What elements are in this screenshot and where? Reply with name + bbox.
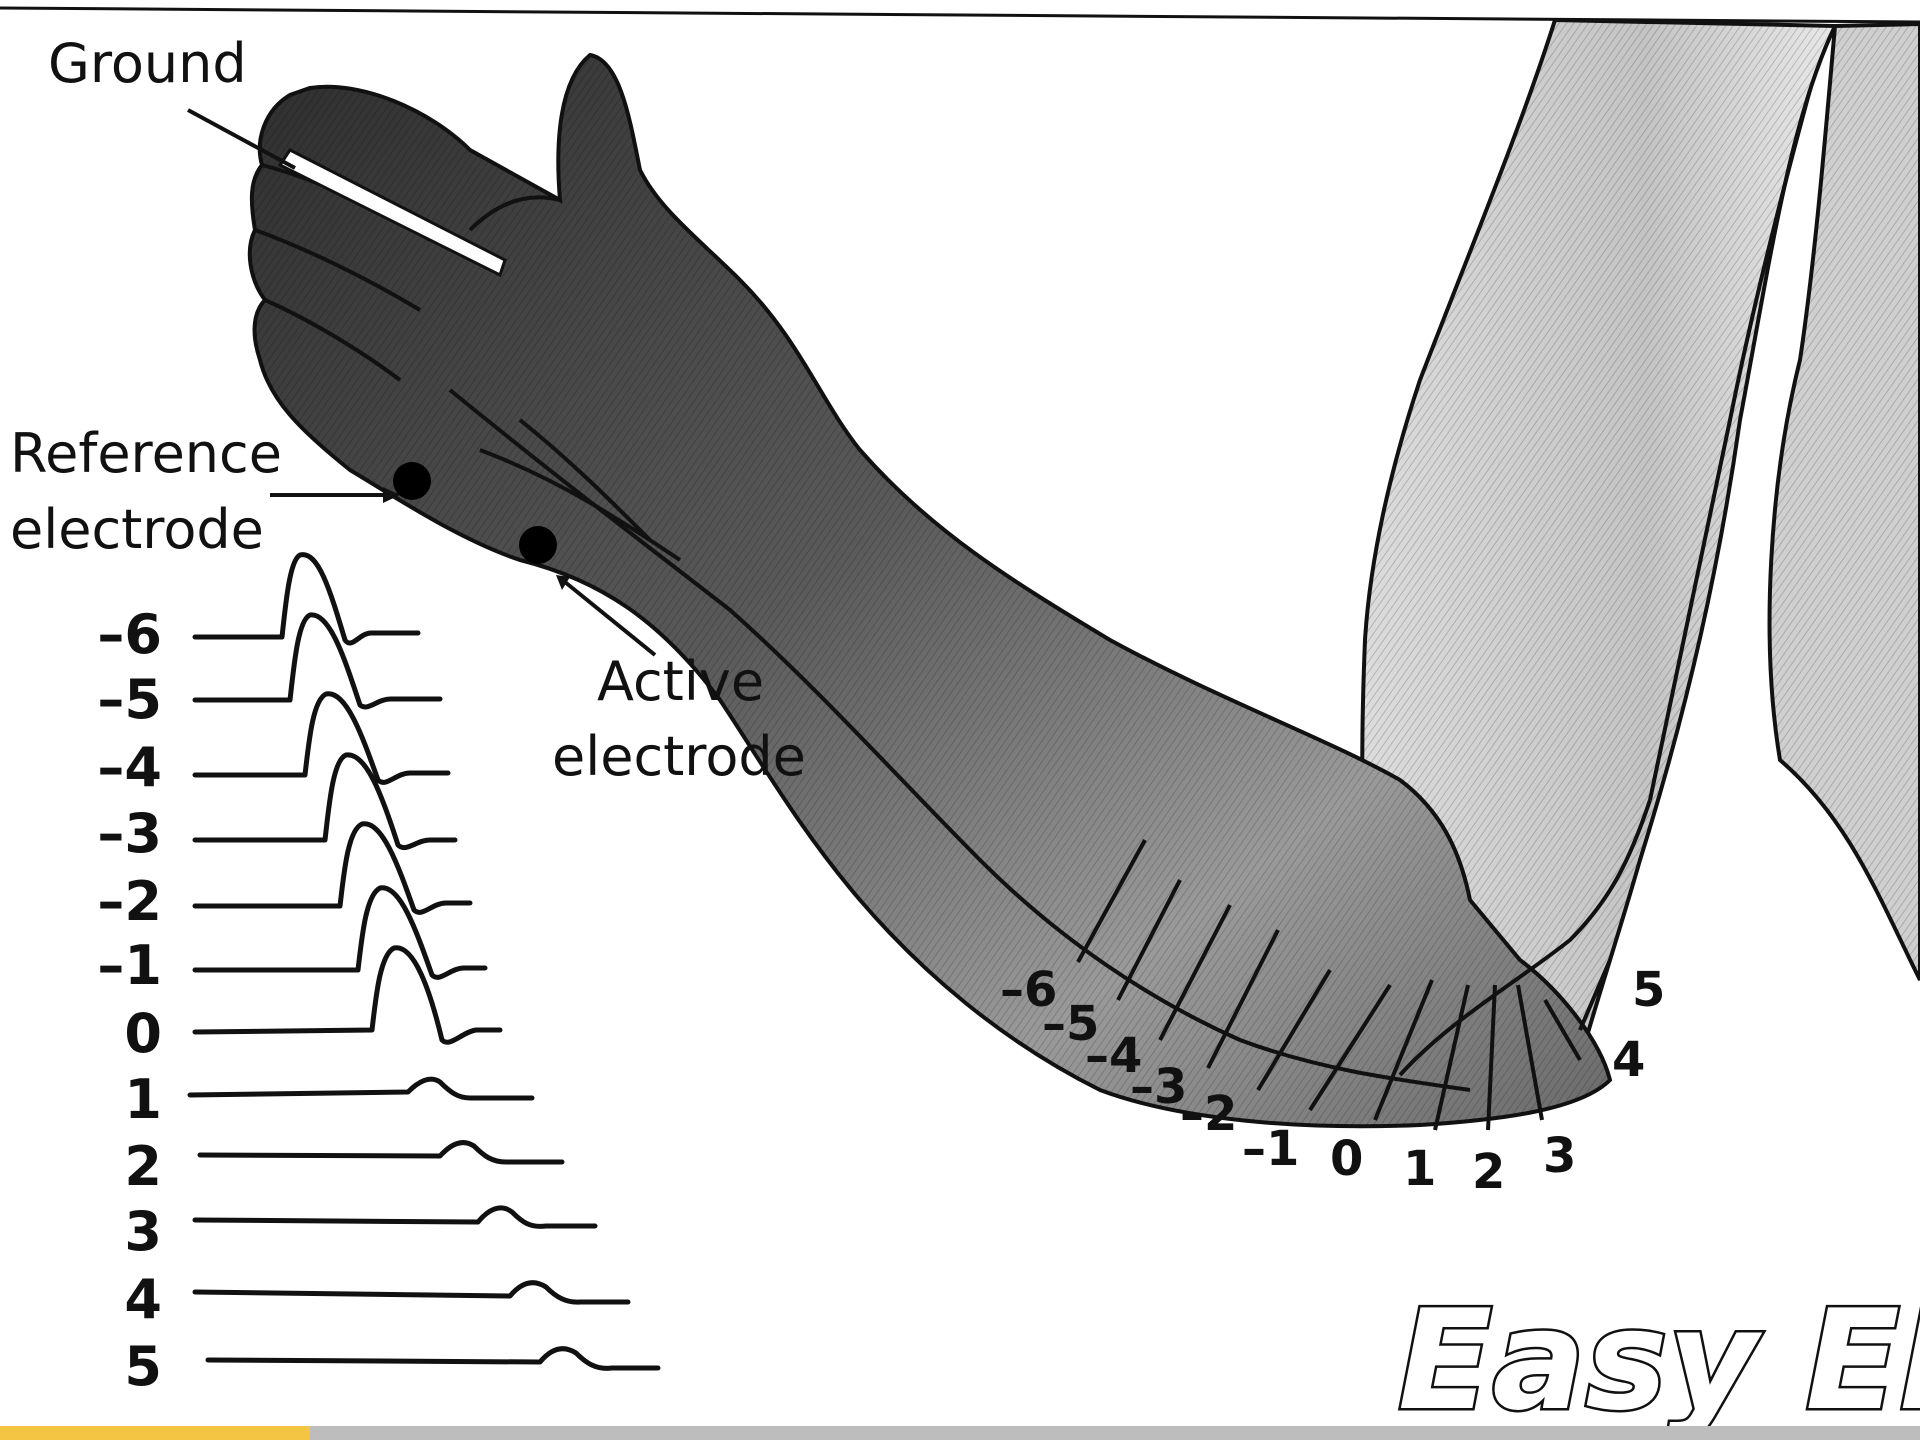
segment-label: 1	[1403, 1141, 1436, 1197]
trace-label: –4	[97, 736, 162, 799]
active-electrode-dot	[519, 526, 557, 564]
trace-label: 2	[124, 1135, 162, 1198]
trace-label: –3	[97, 802, 162, 865]
reference-electrode-dot	[393, 462, 431, 500]
waveform-trace	[195, 1283, 628, 1302]
trace-label: 0	[124, 1002, 162, 1065]
waveform-trace	[195, 555, 418, 643]
segment-label: 5	[1632, 962, 1665, 1018]
active-label-line1: Active	[597, 650, 764, 713]
trace-label: –5	[97, 668, 162, 731]
waveform-trace	[190, 1079, 532, 1098]
trace-label: –6	[97, 603, 162, 666]
waveform-trace	[195, 755, 455, 848]
waveform-trace	[195, 948, 500, 1042]
waveform-trace	[200, 1143, 562, 1162]
waveform-trace	[195, 824, 470, 913]
trace-label: 4	[124, 1268, 162, 1331]
active-label-line2: electrode	[552, 725, 806, 788]
reference-label-line2: electrode	[10, 498, 264, 561]
trace-label: 5	[124, 1335, 162, 1398]
segment-label: 0	[1330, 1131, 1363, 1187]
trace-labels: –6 –5 –4 –3 –2 –1 0 1 2 3 4 5	[97, 603, 162, 1398]
waveform-trace	[195, 1208, 595, 1226]
easy-emg-logo: Easy EMG	[1398, 1280, 1920, 1440]
waveform-trace	[195, 694, 448, 783]
reference-label-line1: Reference	[10, 422, 282, 485]
trace-label: 1	[124, 1068, 162, 1131]
trace-label: –2	[97, 870, 162, 933]
segment-label: –3	[1130, 1059, 1187, 1115]
trace-label: 3	[124, 1200, 162, 1263]
trace-label: –1	[97, 934, 162, 997]
segment-label: 3	[1543, 1128, 1576, 1184]
ground-label: Ground	[48, 32, 247, 95]
bottom-bar-accent	[0, 1426, 310, 1440]
waveform-trace	[195, 615, 440, 707]
segment-label: –1	[1242, 1121, 1299, 1177]
waveform-trace	[208, 1349, 658, 1369]
segment-label: –2	[1180, 1086, 1237, 1142]
segment-label: 2	[1472, 1144, 1505, 1200]
segment-label: 4	[1612, 1032, 1645, 1088]
waveform-traces	[190, 555, 658, 1369]
